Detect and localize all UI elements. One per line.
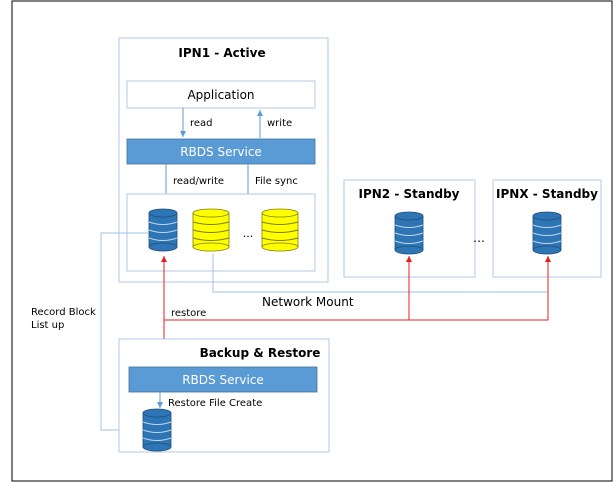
rbds-service-top: RBDS Service [126, 138, 316, 165]
ipnx-title: IPNX - Standby [496, 187, 598, 201]
rbds-service-bottom: RBDS Service [128, 366, 318, 393]
application-box: Application [126, 80, 316, 109]
ipn2-title: IPN2 - Standby [358, 187, 459, 201]
network-mount-label: Network Mount [262, 295, 354, 309]
backup-title: Backup & Restore [200, 346, 321, 360]
yellow-database-icon-1 [192, 208, 230, 252]
list-up-label: List up [31, 320, 64, 331]
record-block-label: Record Block [31, 307, 96, 318]
yellow-database-icon-2 [261, 208, 299, 252]
rbds-top-label: RBDS Service [180, 145, 262, 159]
read-label: read [190, 118, 213, 129]
file-sync-label: File sync [255, 176, 298, 187]
ipn1-ellipsis: ... [243, 227, 254, 240]
backup-database-icon [142, 408, 172, 452]
ipnx-node: IPNX - Standby [492, 179, 602, 278]
ipn1-database-icon [148, 208, 178, 252]
write-label: write [267, 118, 292, 129]
rbds-bottom-label: RBDS Service [182, 373, 264, 387]
standby-ellipsis: … [473, 231, 485, 245]
ipn2-database-icon [394, 211, 424, 255]
application-label: Application [187, 88, 254, 102]
restore-label: restore [171, 308, 206, 319]
ipn1-title: IPN1 - Active [178, 46, 265, 60]
ipnx-database-icon [532, 211, 562, 255]
restore-file-create-label: Restore File Create [168, 398, 262, 409]
read-write-label: read/write [173, 176, 224, 187]
restore-line [164, 256, 551, 321]
